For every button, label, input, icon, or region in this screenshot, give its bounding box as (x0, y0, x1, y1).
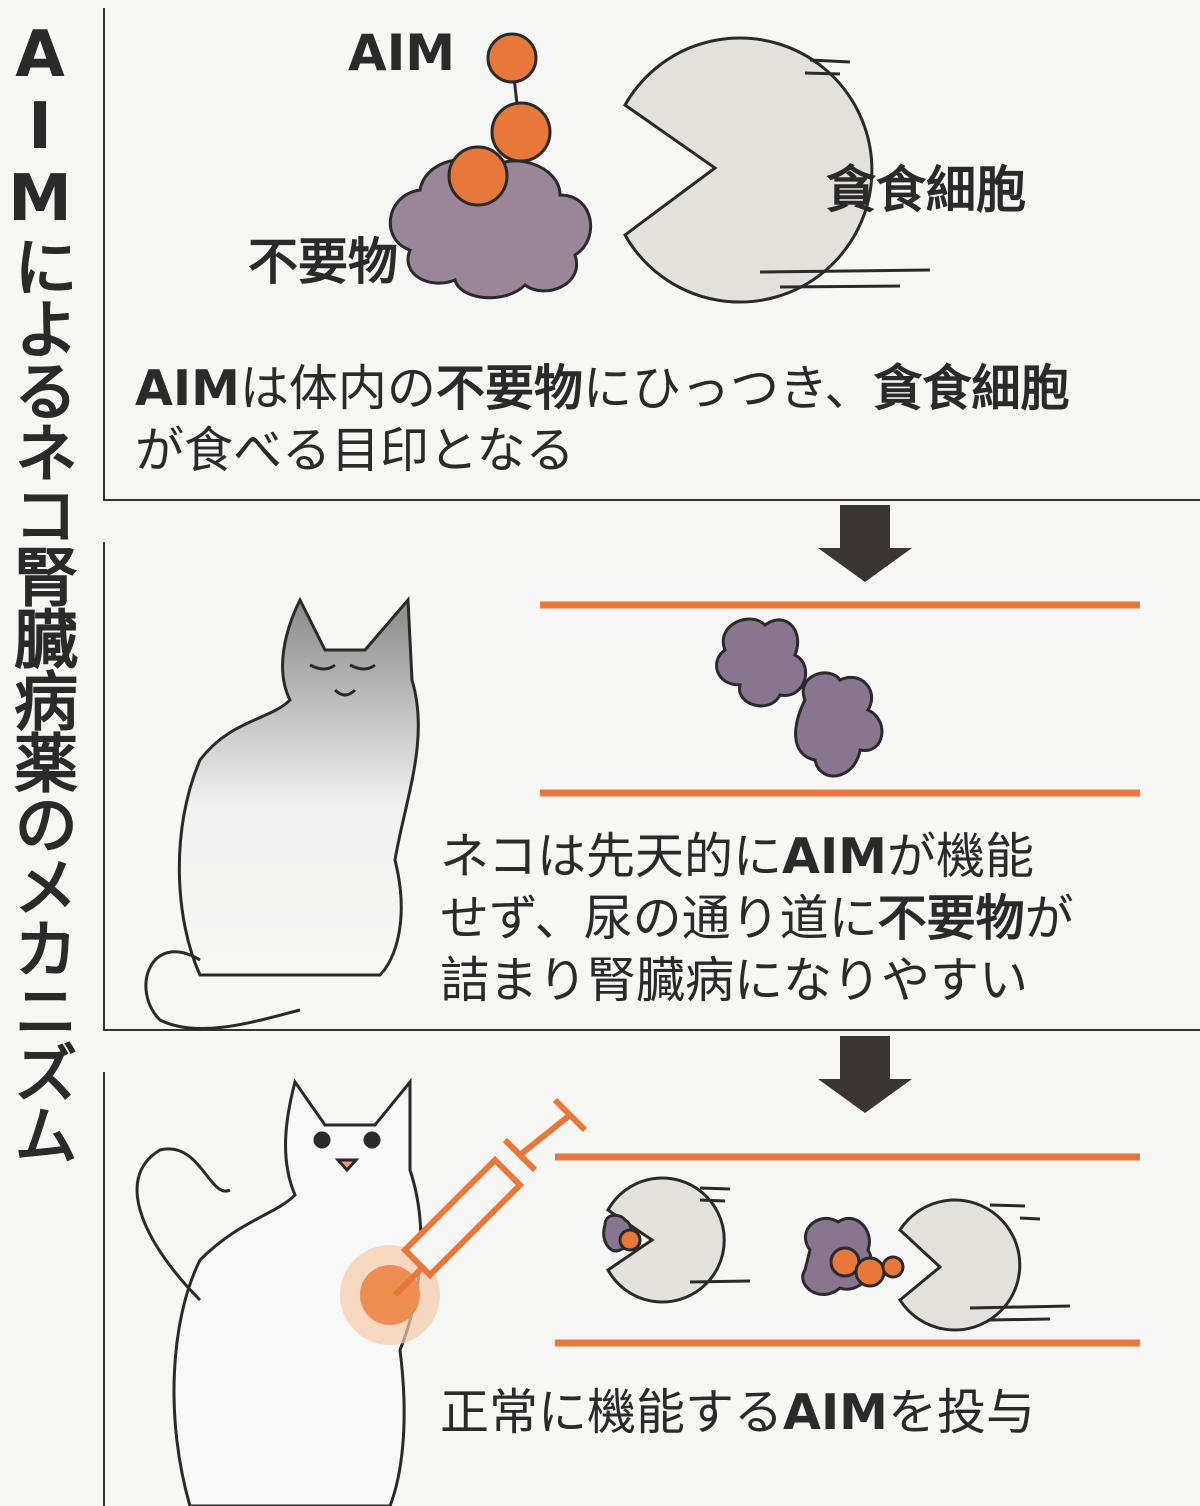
aim-molecule (447, 32, 552, 207)
caption-text: 正常に機能する (440, 1384, 784, 1441)
cat-sad (144, 596, 420, 1031)
phagocyte (898, 1198, 1071, 1332)
phagocyte (602, 1176, 751, 1304)
caption-text: 不要物 (435, 360, 583, 417)
caption-text: が機能 (886, 828, 1034, 885)
caption-text: AIM (782, 828, 887, 885)
waste-cloud (388, 158, 592, 300)
waste-label: 不要物 (248, 233, 398, 291)
down-arrow-icon (818, 1036, 912, 1113)
caption-text: は体内の (239, 360, 436, 417)
diagram-title: AIMによるネコ腎臓病薬のメカニズム (3, 18, 77, 1164)
panel-frames (103, 8, 1200, 1506)
panel1-caption: AIMは体内の不要物にひっつき、貪食細胞 が食べる目印となる (135, 358, 1070, 482)
injection-site-glow (340, 1245, 440, 1345)
caption-text: 詰まり腎臓病になりやすい (440, 952, 1029, 1009)
caption-text: 不要物 (877, 890, 1025, 947)
caption-text: AIM (135, 360, 240, 417)
panel3-caption: 正常に機能するAIMを投与 (440, 1382, 1035, 1444)
caption-text: せず、尿の通り道に (440, 890, 878, 947)
caption-text: にひっつき、 (582, 360, 874, 417)
caption-text: を投与 (887, 1384, 1035, 1441)
phagocyte-label: 貪食細胞 (826, 161, 1026, 219)
panel2-caption: ネコは先天的にAIMが機能 せず、尿の通り道に不要物が 詰まり腎臓病になりやすい (440, 826, 1074, 1012)
down-arrow-icon (818, 505, 912, 582)
urinary-tract (555, 1153, 1140, 1347)
caption-text: 貪食細胞 (873, 360, 1070, 417)
caption-text: が (1024, 890, 1074, 947)
caption-text: ネコは先天的に (440, 828, 783, 885)
syringe-icon (392, 1097, 588, 1298)
aim-label: AIM (348, 24, 456, 82)
caption-text: AIM (783, 1384, 888, 1441)
cat-healthy (135, 1077, 423, 1506)
waste-clumps (715, 617, 884, 778)
urinary-tract (540, 601, 1140, 797)
waste-with-aim (801, 1216, 905, 1296)
phagocyte (623, 36, 931, 304)
caption-text: が食べる目印となる (135, 422, 575, 479)
